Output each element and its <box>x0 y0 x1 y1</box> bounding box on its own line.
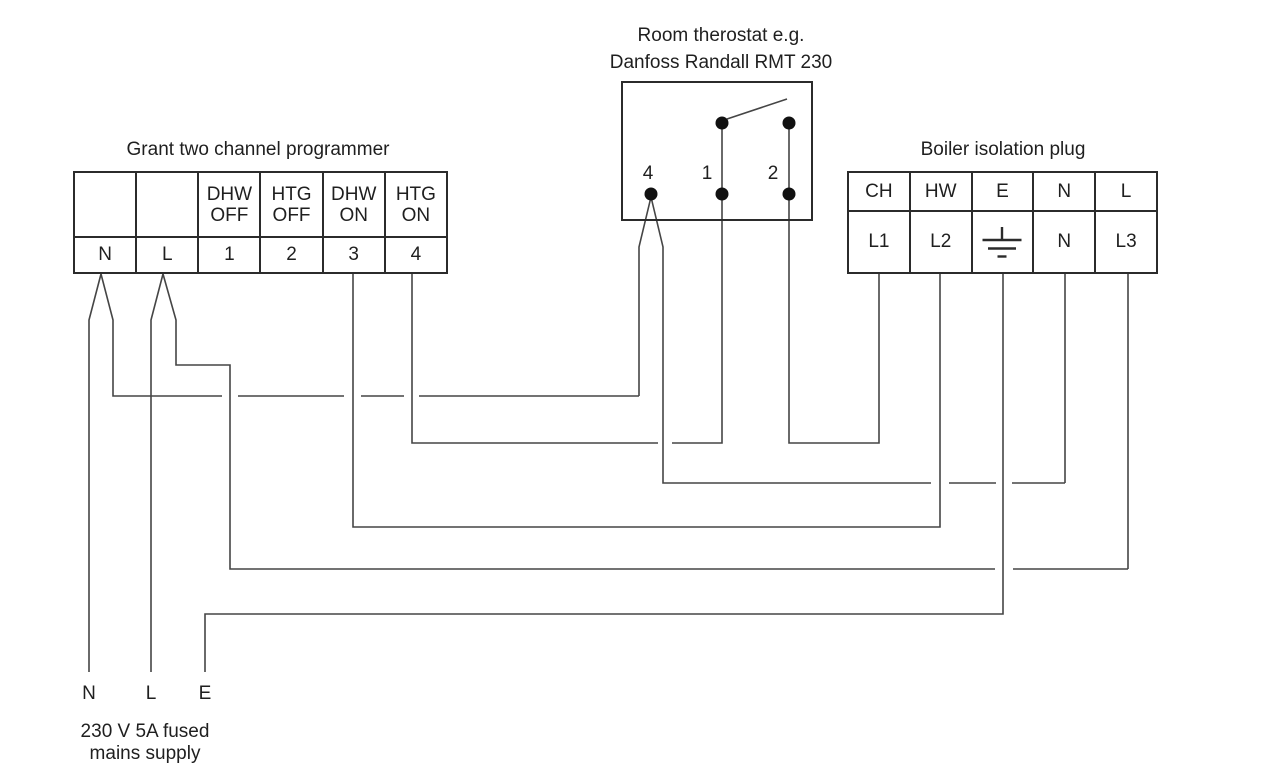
programmer-header-cell-dhw-off: DHW OFF <box>197 170 262 239</box>
supply-terminal-n-label: N <box>82 683 96 704</box>
programmer-title: Grant two channel programmer <box>126 139 390 160</box>
programmer-terminal-3: 3 <box>321 236 386 274</box>
boiler-cell-hw: HW <box>908 170 973 213</box>
supply-terminal-l-label: L <box>145 683 157 704</box>
supply-caption-line1: 230 V 5A fused <box>80 721 210 742</box>
boiler-cell-l1: L1 <box>847 210 911 274</box>
wire-neutral-to-thermostat-4 <box>100 196 652 397</box>
wire-supply-neutral <box>88 273 102 672</box>
boiler-title: Boiler isolation plug <box>920 139 1086 160</box>
boiler-cell-l: L <box>1094 170 1158 213</box>
boiler-cell-l2: L2 <box>908 210 973 274</box>
terminal-dot <box>715 116 729 130</box>
programmer-header-cell <box>135 170 200 239</box>
programmer-terminal-block: DHW OFF HTG OFF DHW ON HTG ON N L 1 2 3 … <box>72 170 449 274</box>
boiler-cell-e: E <box>970 170 1035 213</box>
boiler-terminal-block: CH HW E N L L1 L2 N L3 <box>847 170 1158 274</box>
boiler-cell-earth <box>970 210 1035 274</box>
programmer-terminal-row: N L 1 2 3 4 <box>72 236 449 274</box>
wire-earth-boiler-to-supply <box>204 274 1004 672</box>
wire-htg-on-to-thermostat-1 <box>411 194 723 444</box>
terminal-dot <box>782 187 796 201</box>
programmer-terminal-1: 1 <box>197 236 262 274</box>
boiler-cell-n: N <box>1032 170 1097 213</box>
programmer-header-cell-htg-off: HTG OFF <box>259 170 324 239</box>
boiler-cell-ch: CH <box>847 170 911 213</box>
wire-dhw-on-to-boiler-hw <box>352 274 941 528</box>
earth-icon <box>982 227 1022 258</box>
terminal-dot <box>782 116 796 130</box>
boiler-cell-l3: L3 <box>1094 210 1158 274</box>
programmer-header-cell <box>72 170 138 239</box>
programmer-header-cell-dhw-on: DHW ON <box>321 170 386 239</box>
programmer-terminal-2: 2 <box>259 236 324 274</box>
terminal-dot <box>715 187 729 201</box>
thermostat-switch-arm <box>726 98 788 120</box>
boiler-top-row: CH HW E N L <box>847 170 1158 213</box>
programmer-header-row: DHW OFF HTG OFF DHW ON HTG ON <box>72 170 449 239</box>
wire-live-to-boiler-l <box>162 273 1129 570</box>
wire-thermostat-2-to-boiler-ch <box>788 123 880 444</box>
thermostat-terminal-2-label: 2 <box>767 163 779 184</box>
thermostat-title-line1: Room therostat e.g. <box>637 25 805 46</box>
supply-caption-line2: mains supply <box>89 743 201 764</box>
programmer-terminal-l: L <box>135 236 200 274</box>
supply-terminal-e-label: E <box>198 683 212 704</box>
thermostat-title-line2: Danfoss Randall RMT 230 <box>609 52 833 73</box>
programmer-terminal-n: N <box>72 236 138 274</box>
supply-caption: 230 V 5A fused mains supply <box>81 721 210 765</box>
thermostat-terminal-4-label: 4 <box>642 163 654 184</box>
wire-supply-live <box>150 273 164 672</box>
thermostat-title: Room therostat e.g. Danfoss Randall RMT … <box>610 22 832 76</box>
thermostat-box <box>621 81 813 221</box>
thermostat-terminal-1-label: 1 <box>701 163 713 184</box>
programmer-header-cell-htg-on: HTG ON <box>383 170 449 239</box>
boiler-cell-n2: N <box>1032 210 1097 274</box>
boiler-bottom-row: L1 L2 N L3 <box>847 210 1158 274</box>
wire-thermostat-4-to-boiler-n <box>650 196 1066 484</box>
programmer-terminal-4: 4 <box>383 236 449 274</box>
terminal-dot <box>644 187 658 201</box>
